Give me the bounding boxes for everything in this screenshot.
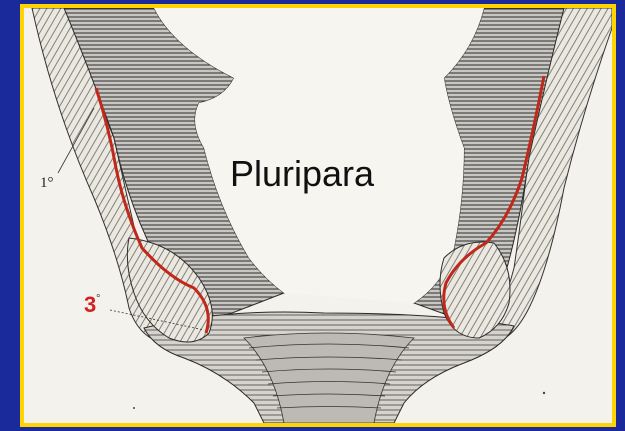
label-third-degree-sign: °	[96, 293, 100, 304]
label-third-number: 3	[84, 292, 96, 317]
image-frame: Pluripara 1° 3°	[20, 4, 616, 427]
slide-title: Pluripara	[230, 156, 374, 192]
cervix-illustration	[24, 8, 612, 423]
label-third-degree: 3°	[84, 294, 100, 316]
label-first-degree: 1°	[40, 176, 54, 191]
